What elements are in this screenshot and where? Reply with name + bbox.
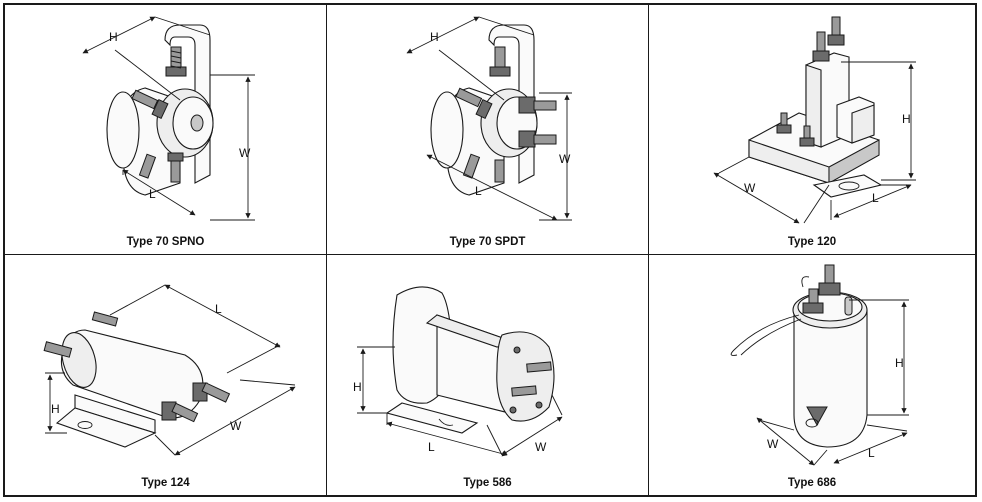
- panel-caption: Type 120: [787, 236, 837, 248]
- dim-w-label: W: [744, 181, 756, 195]
- type-586-drawing: H L W: [353, 286, 563, 457]
- panel-type-70-spno: H W L Type 70 SPNO: [5, 5, 327, 255]
- dim-h-label: H: [353, 380, 362, 394]
- dim-l-label: L: [149, 187, 156, 201]
- panel-type-124: L H W Type 124: [5, 255, 327, 495]
- dim-h-label: H: [902, 112, 911, 126]
- panel-type-70-spdt: H W L Type 70 SPDT: [327, 5, 649, 255]
- dim-l-label: L: [475, 184, 482, 198]
- panel-caption: Type 124: [141, 477, 190, 489]
- panel-caption: Type 70 SPNO: [126, 236, 205, 248]
- panel-caption: Type 686: [787, 477, 837, 489]
- dim-w-label: W: [230, 419, 242, 433]
- dim-h-label: H: [51, 402, 60, 416]
- panel-type-586: H L W Type 586: [327, 255, 649, 495]
- dim-l-label: L: [872, 191, 879, 205]
- dim-w-label: W: [239, 146, 251, 160]
- panel-type-120: H W L Type 120: [649, 5, 975, 255]
- dim-l-label: L: [868, 446, 875, 460]
- dim-l-label: L: [215, 302, 222, 316]
- type-124-drawing: L H W: [43, 284, 296, 456]
- dim-h-label: H: [430, 30, 439, 44]
- panel-caption: Type 586: [463, 477, 512, 489]
- panel-caption: Type 70 SPDT: [449, 236, 526, 248]
- type-120-drawing: H W L: [713, 16, 916, 224]
- solenoid-grid: H W L Type 70 SPNO: [5, 5, 975, 495]
- dim-w-label: W: [535, 440, 547, 454]
- type-686-drawing: H W L: [730, 264, 909, 466]
- solenoid-dimension-sheet: H W L Type 70 SPNO: [3, 3, 977, 497]
- type-70-spno-drawing: H W L: [82, 16, 255, 221]
- dim-w-label: W: [559, 152, 571, 166]
- dim-w-label: W: [767, 437, 779, 451]
- type-70-spdt-drawing: H W L: [406, 16, 572, 221]
- panel-type-686: H W L Type 686: [649, 255, 975, 495]
- dim-l-label: L: [428, 440, 435, 454]
- dim-h-label: H: [109, 30, 118, 44]
- dim-h-label: H: [895, 356, 904, 370]
